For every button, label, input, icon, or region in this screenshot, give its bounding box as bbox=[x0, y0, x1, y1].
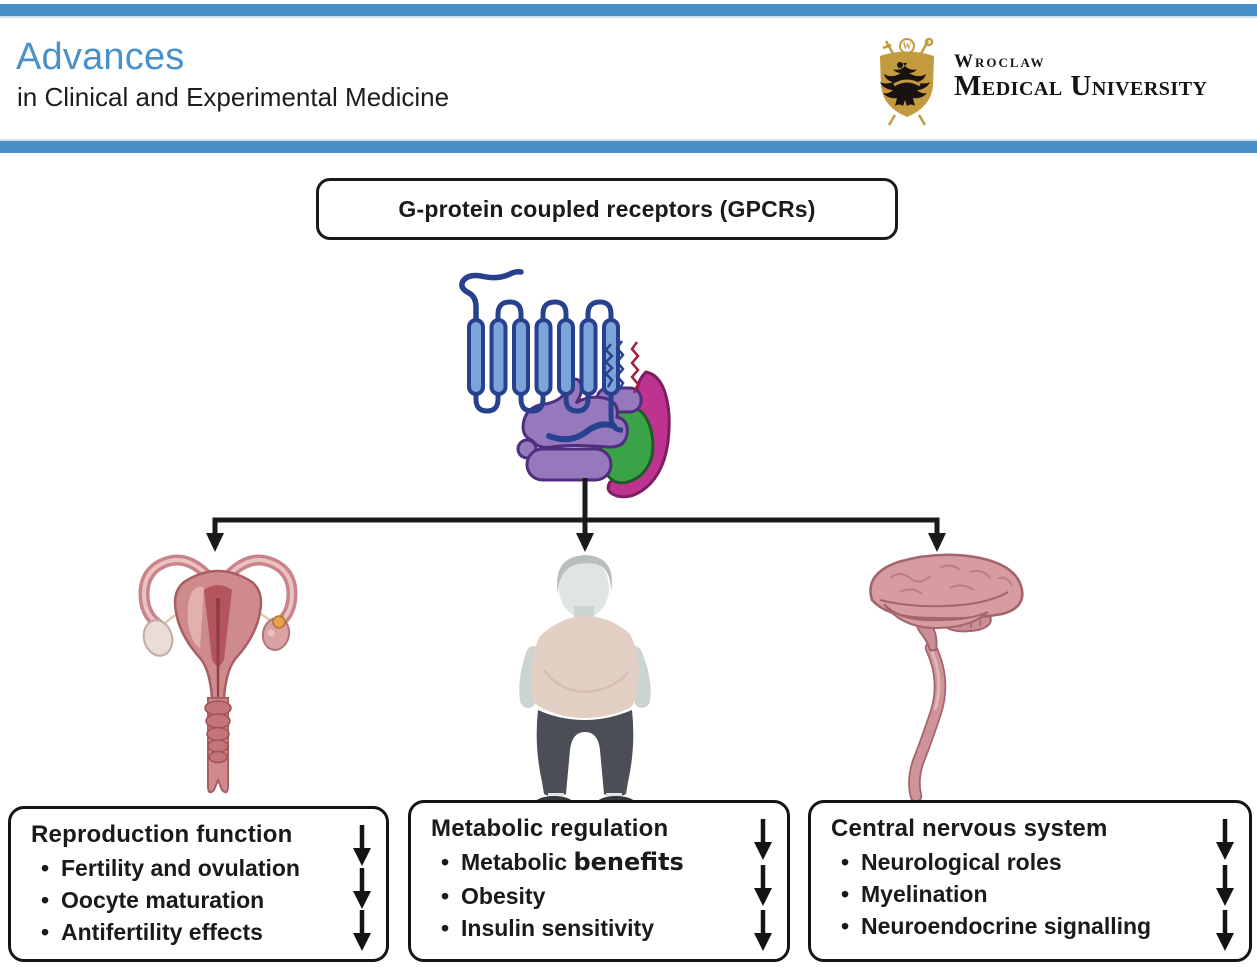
box-heading: Metabolic regulation bbox=[431, 815, 669, 842]
brain-spinal-cord-illustration bbox=[869, 553, 1024, 803]
intracellular-loops bbox=[473, 390, 591, 414]
eagle-emblem bbox=[880, 62, 930, 106]
metabolic-regulation-box: Metabolic regulation Metabolic benefits … bbox=[408, 800, 790, 962]
list-item: Myelination bbox=[841, 878, 1209, 910]
trend-arrows bbox=[1209, 812, 1241, 953]
metabolic-list: Metabolic benefits Obesity Insulin sensi… bbox=[431, 846, 747, 944]
decrease-arrow-icon bbox=[353, 867, 371, 909]
header-bottom-bar bbox=[0, 139, 1257, 153]
list-item: Antifertility effects bbox=[41, 916, 346, 948]
decrease-arrow-icon bbox=[754, 910, 772, 951]
list-item: Obesity bbox=[441, 880, 747, 912]
decrease-arrow-icon bbox=[754, 819, 772, 860]
lipid-anchor-zigzags bbox=[604, 340, 640, 394]
list-item: Metabolic benefits bbox=[441, 846, 747, 880]
list-item: Oocyte maturation bbox=[41, 884, 346, 916]
box-heading: Reproduction function bbox=[31, 821, 293, 848]
central-nervous-system-box: Central nervous system Neurological role… bbox=[808, 800, 1252, 962]
university-name-city: Wroclaw bbox=[954, 51, 1046, 72]
trend-arrows bbox=[747, 812, 779, 953]
gpcr-receptor-illustration bbox=[459, 269, 671, 499]
alpha-helix-swoosh bbox=[546, 421, 617, 443]
university-shield-icon: W bbox=[880, 37, 934, 126]
hair bbox=[557, 555, 612, 594]
header-top-bar bbox=[0, 4, 1257, 18]
head bbox=[559, 558, 609, 618]
university-name: Wroclaw Medical University bbox=[954, 36, 1208, 103]
university-name-main: Medical University bbox=[954, 70, 1208, 102]
transmembrane-helices bbox=[467, 318, 620, 396]
decrease-arrow-icon bbox=[353, 825, 371, 866]
reproduction-function-box: Reproduction function Fertility and ovul… bbox=[8, 806, 389, 962]
gyri-lines bbox=[879, 564, 1013, 608]
red-zigzag bbox=[630, 341, 640, 394]
obese-person-illustration bbox=[519, 555, 651, 812]
emphasized-word: benefits bbox=[573, 848, 684, 876]
right-ovary bbox=[261, 615, 291, 651]
cervix-vagina bbox=[204, 697, 232, 794]
list-item: Insulin sensitivity bbox=[441, 912, 747, 944]
list-item: Neuroendocrine signalling bbox=[841, 910, 1209, 942]
trend-arrows bbox=[346, 818, 378, 953]
uterus-illustration bbox=[138, 554, 298, 794]
n-terminus-squiggle bbox=[459, 269, 524, 322]
shirt-crease bbox=[542, 669, 629, 694]
c-terminus-loop bbox=[608, 395, 624, 433]
decrease-arrow-icon bbox=[1216, 864, 1234, 906]
list-item: Neurological roles bbox=[841, 846, 1209, 878]
logo-monogram: W bbox=[903, 41, 912, 51]
uterus-body bbox=[173, 569, 263, 754]
gpcr-title: G-protein coupled receptors (GPCRs) bbox=[398, 195, 816, 222]
university-logo: W Wroclaw Medical University bbox=[873, 36, 1208, 126]
decrease-arrow-icon bbox=[1216, 819, 1234, 860]
gpcr-title-box: G-protein coupled receptors (GPCRs) bbox=[316, 178, 898, 240]
arrowheads bbox=[206, 533, 946, 552]
cerebrum bbox=[869, 553, 1024, 630]
cns-list: Neurological roles Myelination Neuroendo… bbox=[831, 846, 1209, 943]
decrease-arrow-icon bbox=[353, 910, 371, 951]
branch-connector-arrows bbox=[206, 478, 946, 552]
extracellular-loops bbox=[495, 299, 614, 322]
pants bbox=[536, 710, 634, 797]
list-item: Fertility and ovulation bbox=[41, 852, 346, 884]
decrease-arrow-icon bbox=[754, 864, 772, 906]
journal-subtitle: in Clinical and Experimental Medicine bbox=[17, 82, 450, 112]
left-ovary bbox=[142, 619, 174, 657]
reproduction-list: Fertility and ovulation Oocyte maturatio… bbox=[31, 852, 346, 949]
journal-title: Advances bbox=[16, 36, 185, 78]
spinal-cord-highlight bbox=[930, 651, 941, 711]
box-heading: Central nervous system bbox=[831, 815, 1108, 842]
decrease-arrow-icon bbox=[1216, 910, 1234, 951]
t-shirt bbox=[530, 616, 639, 718]
